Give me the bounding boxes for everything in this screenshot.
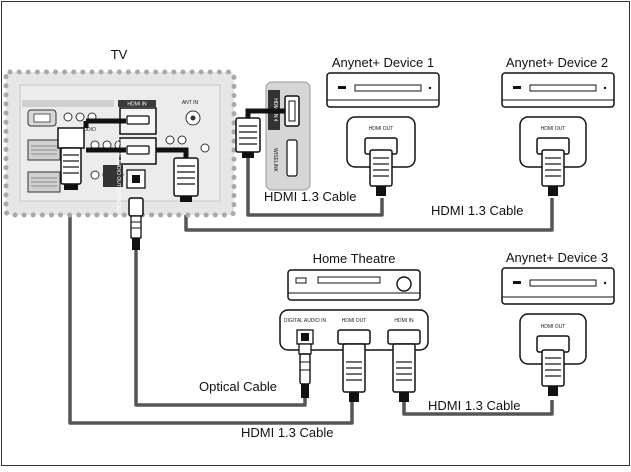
cable-tv-device1 [246, 155, 384, 217]
device2-label: Anynet+ Device 2 [506, 55, 608, 70]
device1-hdmi-out-label: HDMI OUT [369, 126, 394, 132]
home-theatre-label: Home Theatre [313, 251, 396, 266]
optical-plug-ht [299, 353, 311, 385]
optical-plug-tv [128, 197, 144, 217]
hdmi-plug-side [235, 117, 261, 153]
tv-side-panel: HDMI IN 4 WISELINK [265, 81, 311, 191]
hdmi-plug-device2 [541, 149, 565, 187]
device2-hdmi-out-label: HDMI OUT [541, 126, 566, 132]
home-theatre: DIGITAL AUDIO IN HDMI OUT HDMI IN [279, 269, 429, 402]
device3-label: Anynet+ Device 3 [506, 250, 608, 265]
tv-wiselink-label: WISELINK [272, 148, 278, 173]
hdmi-plug-tv-right [173, 157, 199, 197]
hdmi-plug-tv-left [60, 147, 82, 185]
anynet-device-2: HDMI OUT [501, 72, 615, 196]
tv-label: TV [111, 47, 128, 62]
ht-hdmi-in-label: HDMI IN [394, 318, 414, 324]
diagram-labels: TV Anynet+ Device 1 Anynet+ Device 2 Any… [111, 47, 608, 440]
ht-hdmi-out-label: HDMI OUT [342, 318, 367, 324]
ht-digital-audio-in-label: DIGITAL AUDIO IN [284, 318, 327, 324]
anynet-device-1: HDMI OUT [326, 72, 440, 196]
tv-hdmi-in-label: HDMI IN [127, 102, 147, 108]
hdmi-cable-label-4: HDMI 1.3 Cable [241, 425, 333, 440]
tv-back-panel: HDMI IN ANT IN AUDIO [3, 69, 237, 218]
hdmi-cable-label-2: HDMI 1.3 Cable [431, 203, 523, 218]
anynet-device-3: HDMI OUT [501, 267, 615, 396]
tv-connectors [57, 108, 285, 250]
optical-cable-label: Optical Cable [199, 379, 277, 394]
hdmi-cable-label-3: HDMI 1.3 Cable [428, 398, 520, 413]
hdmi-plug-device1 [369, 149, 393, 187]
device3-hdmi-out-label: HDMI OUT [541, 324, 566, 330]
cable-hometheatre-device3 [402, 400, 554, 416]
tv-ant-in-label: ANT IN [182, 100, 199, 106]
tv-usb-socket [286, 139, 298, 177]
hdmi-cable-label-1: HDMI 1.3 Cable [264, 189, 356, 204]
tv-audio-label: AUDIO [80, 127, 96, 133]
cable-optical [134, 250, 307, 407]
hdmi-plug-device3 [541, 349, 565, 387]
device1-label: Anynet+ Device 1 [332, 55, 434, 70]
tv-digital-audio-label: DIGITAL AUDIO OUT (OPTICAL) [115, 139, 121, 213]
cable-tv-hometheatre [68, 190, 354, 425]
